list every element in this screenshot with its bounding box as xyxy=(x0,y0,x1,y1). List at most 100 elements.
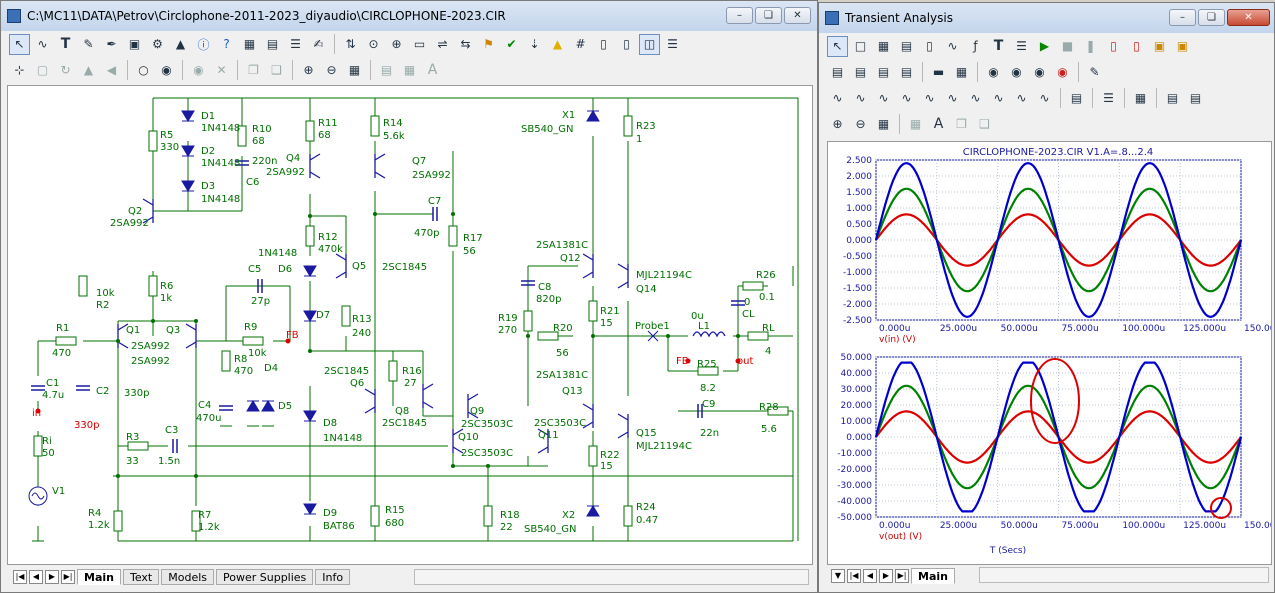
prev-page-button[interactable]: ◀ xyxy=(29,570,43,584)
tab-power-supplies[interactable]: Power Supplies xyxy=(216,569,314,585)
table-icon[interactable]: ☰ xyxy=(1103,91,1114,105)
clipboard-icon[interactable]: ▤ xyxy=(1070,91,1083,105)
graph-icon[interactable]: ▯ xyxy=(926,39,933,53)
find-next-icon[interactable]: ◉ xyxy=(161,63,172,77)
run-icon[interactable]: ▶ xyxy=(1039,39,1050,53)
page2-icon[interactable]: ▯ xyxy=(623,37,630,51)
peak-icon[interactable]: ◉ xyxy=(988,65,999,79)
wave-icon-3[interactable]: ∿ xyxy=(878,91,889,105)
stepping2-icon[interactable]: ▯ xyxy=(1133,39,1140,53)
info-icon[interactable]: ⓘ xyxy=(197,37,210,52)
analysis-zoom-in-icon[interactable]: ⊕ xyxy=(832,117,843,131)
cursor-mode3-icon[interactable]: ▤ xyxy=(877,65,890,79)
display-icon[interactable]: ▤ xyxy=(380,63,393,77)
analysis-copy-icon[interactable]: ❐ xyxy=(956,117,967,131)
valley-icon[interactable]: ◉ xyxy=(1011,65,1022,79)
limits-icon[interactable]: ▣ xyxy=(1153,39,1166,53)
node-icon[interactable]: ⊙ xyxy=(368,37,379,51)
analysis-paste-icon[interactable]: ❑ xyxy=(979,117,990,131)
analysis-first-button[interactable]: |◀ xyxy=(847,569,861,583)
high-icon[interactable]: ◉ xyxy=(1034,65,1045,79)
next-page-button[interactable]: ▶ xyxy=(45,570,59,584)
pen-icon[interactable]: ✒ xyxy=(106,37,117,51)
minimize-button[interactable]: – xyxy=(726,7,753,24)
cancel-icon[interactable]: ✕ xyxy=(216,63,227,77)
find-icon[interactable]: ○ xyxy=(138,63,149,77)
pages-icon[interactable]: ◫ xyxy=(639,33,660,55)
check-icon[interactable]: ✔ xyxy=(506,37,517,51)
analysis-prev-list-button[interactable]: ▼ xyxy=(831,569,845,583)
flip-icon[interactable]: ⇅ xyxy=(345,37,356,51)
stepping-icon[interactable]: ▯ xyxy=(1110,39,1117,53)
stop-run-icon[interactable]: ■ xyxy=(1061,39,1074,53)
wave-icon-8[interactable]: ∿ xyxy=(993,91,1004,105)
paste-icon[interactable]: ❑ xyxy=(271,63,282,77)
measure-icon[interactable]: ⇆ xyxy=(460,37,471,51)
analysis-prev-button[interactable]: ◀ xyxy=(863,569,877,583)
zoom-fit-icon[interactable]: ▦ xyxy=(348,63,361,77)
list-icon[interactable]: ☰ xyxy=(290,37,301,51)
analysis-next-button[interactable]: ▶ xyxy=(879,569,893,583)
numbers-icon[interactable]: ▤ xyxy=(266,37,279,51)
shapes-icon[interactable]: ▲ xyxy=(175,37,186,51)
font-icon[interactable]: A xyxy=(427,62,438,78)
properties-icon[interactable]: ☰ xyxy=(667,37,678,51)
tab-info[interactable]: Info xyxy=(315,569,351,585)
numeric-icon[interactable]: ▦ xyxy=(1134,91,1147,105)
analysis-scrollbar[interactable] xyxy=(979,567,1269,583)
zoom-in-icon[interactable]: ⊕ xyxy=(303,63,314,77)
grid-toggle-icon[interactable]: # xyxy=(575,37,586,51)
restore-button[interactable]: ❏ xyxy=(755,7,782,24)
stop-icon[interactable]: ◉ xyxy=(193,63,204,77)
close-button[interactable]: ✕ xyxy=(784,7,811,24)
horizontal-scrollbar[interactable] xyxy=(414,569,809,585)
pause-icon[interactable]: ❚ xyxy=(1085,39,1096,53)
tab-main[interactable]: Main xyxy=(77,569,121,585)
analysis-layout-icon[interactable]: ▦ xyxy=(909,117,922,131)
bus-icon[interactable]: ▣ xyxy=(128,37,141,51)
align2-icon[interactable]: ▦ xyxy=(955,65,968,79)
analysis-zoom-fit-icon[interactable]: ▦ xyxy=(877,117,890,131)
wave-icon-2[interactable]: ∿ xyxy=(855,91,866,105)
align-icon[interactable]: ▬ xyxy=(932,65,945,79)
analysis-text-icon[interactable]: T xyxy=(993,38,1004,54)
wave-icon-10[interactable]: ∿ xyxy=(1039,91,1050,105)
analysis-font-icon[interactable]: A xyxy=(933,116,944,132)
probe-icon[interactable]: ⇌ xyxy=(437,37,448,51)
tile-icon[interactable]: ▤ xyxy=(1166,91,1179,105)
limits2-icon[interactable]: ▣ xyxy=(1176,39,1189,53)
zoom-out-icon[interactable]: ⊖ xyxy=(326,63,337,77)
cursor-mode-icon[interactable]: ▤ xyxy=(831,65,844,79)
cursor-mode2-icon[interactable]: ▤ xyxy=(854,65,867,79)
wave-icon-4[interactable]: ∿ xyxy=(901,91,912,105)
analysis-last-button[interactable]: ▶| xyxy=(895,569,909,583)
curve-icon[interactable]: ∿ xyxy=(947,39,958,53)
tab-models[interactable]: Models xyxy=(161,569,214,585)
last-page-button[interactable]: ▶| xyxy=(61,570,75,584)
scale-icon[interactable]: ▦ xyxy=(877,39,890,53)
attribute-icon[interactable]: ▭ xyxy=(413,37,426,51)
wave-icon-7[interactable]: ∿ xyxy=(970,91,981,105)
shape-icon[interactable]: □ xyxy=(854,39,867,53)
wire-icon[interactable]: ∿ xyxy=(37,37,48,51)
box-icon[interactable]: ▢ xyxy=(36,63,49,77)
pin-connect-icon[interactable]: ⇣ xyxy=(529,37,540,51)
mirror-icon[interactable]: ▲ xyxy=(83,63,94,77)
edit-icon[interactable]: ✍ xyxy=(313,37,324,51)
line-icon[interactable]: ✎ xyxy=(83,37,94,51)
formula-icon[interactable]: ƒ xyxy=(973,39,978,53)
cursor-mode4-icon[interactable]: ▤ xyxy=(900,65,913,79)
analysis-properties-icon[interactable]: ☰ xyxy=(1016,39,1027,53)
wave-icon-9[interactable]: ∿ xyxy=(1016,91,1027,105)
layout-icon[interactable]: ▦ xyxy=(403,63,416,77)
flag-icon[interactable]: ⚑ xyxy=(483,37,494,51)
tile2-icon[interactable]: ▤ xyxy=(1189,91,1202,105)
tab-text[interactable]: Text xyxy=(122,569,160,585)
wave-icon-6[interactable]: ∿ xyxy=(947,91,958,105)
wave-icon-1[interactable]: ∿ xyxy=(832,91,843,105)
help-icon[interactable]: ? xyxy=(223,37,230,51)
analysis-zoom-out-icon[interactable]: ⊖ xyxy=(855,117,866,131)
select-region-icon[interactable]: ⊹ xyxy=(14,63,25,77)
grid-icon[interactable]: ▦ xyxy=(243,37,256,51)
